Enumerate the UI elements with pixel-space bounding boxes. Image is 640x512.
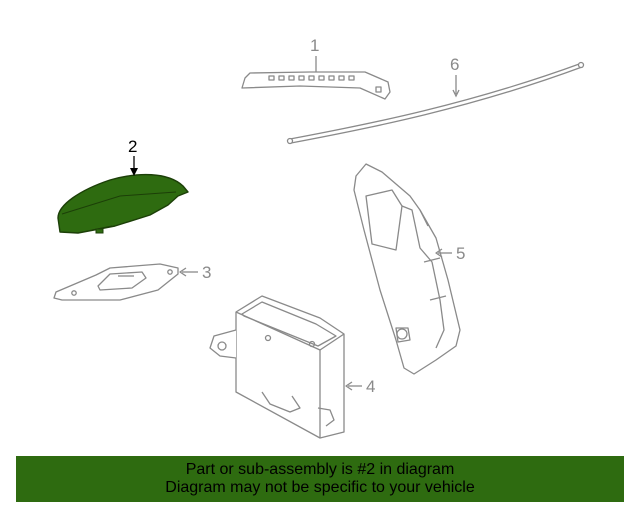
- part-2-antenna[interactable]: [57, 156, 189, 234]
- callout-3: 3: [202, 263, 211, 282]
- banner-line-1: Part or sub-assembly is #2 in diagram: [185, 461, 455, 478]
- callout-1: 1: [310, 36, 319, 55]
- banner-line-2: Diagram may not be specific to your vehi…: [165, 479, 475, 496]
- part-3-base-plate[interactable]: [53, 263, 198, 301]
- part-4-control-module[interactable]: [209, 295, 362, 439]
- callout-5: 5: [456, 244, 465, 263]
- part-6-cable[interactable]: [286, 61, 585, 145]
- info-banner: Part or sub-assembly is #2 in diagram Di…: [16, 456, 624, 502]
- callout-6: 6: [450, 55, 459, 74]
- part-1-bracket[interactable]: [241, 56, 391, 100]
- callout-2: 2: [128, 137, 137, 156]
- info-banner-background: [16, 456, 624, 502]
- part-5-module-bracket[interactable]: [353, 163, 461, 375]
- callout-4: 4: [366, 377, 375, 396]
